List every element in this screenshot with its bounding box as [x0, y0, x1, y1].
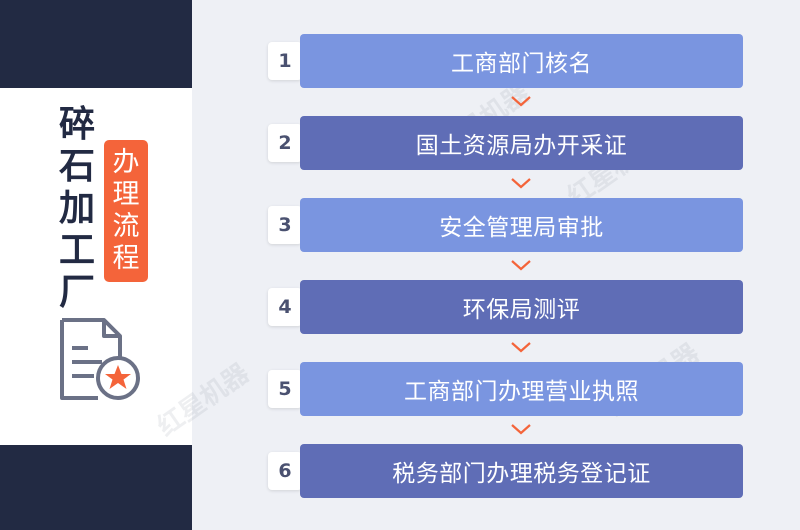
step-label: 国土资源局办开采证 [300, 116, 743, 170]
badge-char: 理 [112, 179, 140, 210]
badge-char: 流 [112, 211, 140, 242]
top-navy-band [0, 0, 192, 88]
step-label: 工商部门办理营业执照 [300, 362, 743, 416]
flow-step-3: 3 安全管理局审批 [268, 198, 743, 252]
bottom-navy-band [0, 445, 192, 530]
step-number: 2 [268, 124, 302, 162]
process-badge: 办 理 流 程 [104, 140, 148, 282]
chevron-down-icon [511, 260, 531, 271]
title-char: 工 [58, 230, 95, 271]
left-panel: 碎 石 加 工 厂 办 理 流 程 [0, 0, 192, 530]
title-char: 碎 [58, 104, 95, 145]
step-label: 环保局测评 [300, 280, 743, 334]
chevron-down-icon [511, 96, 531, 107]
badge-char: 程 [112, 243, 140, 274]
step-number: 1 [268, 42, 302, 80]
title-char: 厂 [58, 272, 95, 313]
chevron-down-icon [511, 424, 531, 435]
document-star-icon [60, 318, 140, 400]
flow-step-6: 6 税务部门办理税务登记证 [268, 444, 743, 498]
step-number: 3 [268, 206, 302, 244]
step-number: 4 [268, 288, 302, 326]
step-label: 工商部门核名 [300, 34, 743, 88]
flow-step-5: 5 工商部门办理营业执照 [268, 362, 743, 416]
step-label: 安全管理局审批 [300, 198, 743, 252]
step-label: 税务部门办理税务登记证 [300, 444, 743, 498]
flow-step-4: 4 环保局测评 [268, 280, 743, 334]
badge-char: 办 [112, 147, 140, 178]
step-number: 6 [268, 452, 302, 490]
main-title: 碎 石 加 工 厂 [52, 104, 102, 314]
step-number: 5 [268, 370, 302, 408]
flow-step-2: 2 国土资源局办开采证 [268, 116, 743, 170]
title-char: 石 [58, 146, 95, 187]
title-char: 加 [58, 188, 95, 229]
chevron-down-icon [511, 178, 531, 189]
chevron-down-icon [511, 342, 531, 353]
flow-step-1: 1 工商部门核名 [268, 34, 743, 88]
